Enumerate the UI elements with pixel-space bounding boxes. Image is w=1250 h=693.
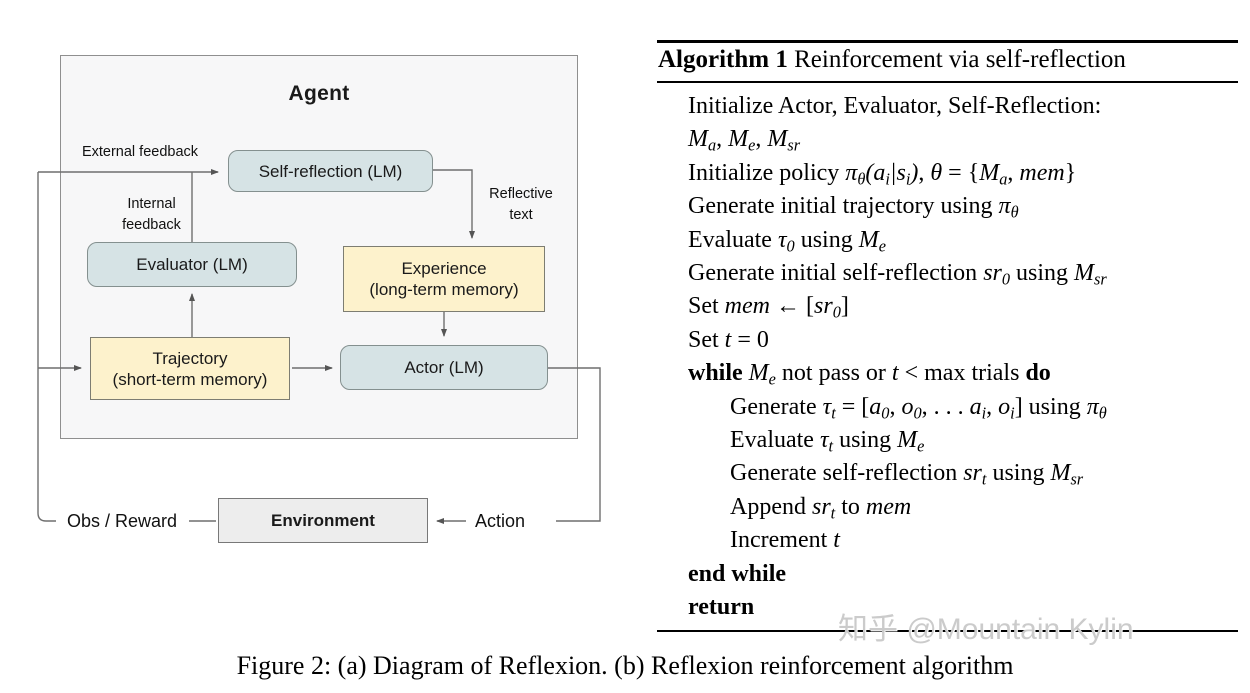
trajectory-label-line2: (short-term memory): [112, 369, 268, 389]
reflective-text-line1: Reflective: [489, 186, 553, 202]
trajectory-label-line1: Trajectory: [152, 348, 228, 368]
obs-reward-label: Obs / Reward: [66, 511, 178, 531]
algorithm-line: Generate τt = [a0, o0, . . . ai, oi] usi…: [730, 393, 1107, 423]
algorithm-line: Ma, Me, Msr: [688, 126, 801, 155]
algorithm-line: Evaluate τt using Me: [730, 427, 925, 456]
algorithm-line: Initialize Actor, Evaluator, Self-Reflec…: [688, 93, 1102, 119]
environment-label: Environment: [271, 511, 375, 530]
reflective-text-label: Reflective text: [481, 184, 561, 226]
external-feedback-label: External feedback: [81, 144, 199, 160]
internal-feedback-label: Internal feedback: [109, 194, 194, 236]
algorithm-header-rule: [657, 81, 1238, 83]
internal-feedback-line2: feedback: [122, 217, 181, 233]
algorithm-line: Set t = 0: [688, 326, 769, 353]
algorithm-line: Generate self-reflection srt using Msr: [730, 460, 1084, 490]
algorithm-lines: Initialize Actor, Evaluator, Self-Reflec…: [657, 90, 1238, 625]
algorithm-line: end while: [688, 560, 787, 587]
algorithm-bottom-rule: [657, 630, 1238, 632]
agent-title: Agent: [288, 82, 350, 105]
reflective-text-line2: text: [509, 207, 533, 223]
self-reflection-box: Self-reflection (LM): [228, 150, 433, 192]
algorithm-line: while Me not pass or t < max trials do: [688, 360, 1051, 389]
diagram-arrows: [37, 169, 601, 524]
algorithm-line: Increment t: [730, 527, 840, 554]
figure-caption: Figure 2: (a) Diagram of Reflexion. (b) …: [236, 651, 1014, 680]
experience-box: Experience (long-term memory): [343, 246, 545, 312]
algorithm-line: Initialize policy πθ(ai|si), θ = {Ma, me…: [688, 159, 1077, 189]
line-feedback-loop-left: [37, 172, 56, 522]
algorithm-line: Append srt to mem: [730, 493, 912, 523]
algorithm-line: Set mem ← [sr0]: [688, 293, 849, 322]
watermark: 知乎 @Mountain Kylin: [838, 613, 1134, 646]
actor-label: Actor (LM): [404, 358, 484, 377]
actor-box: Actor (LM): [340, 345, 548, 390]
line-actor-to-action: [548, 367, 601, 522]
algorithm-line: Evaluate τ0 using Me: [688, 226, 886, 256]
algorithm-line: Generate initial self-reflection sr0 usi…: [688, 260, 1107, 289]
experience-label-line1: Experience: [401, 259, 487, 278]
evaluator-box: Evaluator (LM): [87, 242, 297, 287]
arrow-selfreflection-to-experience: [433, 169, 475, 239]
algorithm-top-rule: [657, 40, 1238, 43]
environment-box: Environment: [218, 498, 428, 543]
reflexion-diagram: Agent Self-reflection (LM) Evaluator (LM…: [0, 0, 648, 610]
algorithm-line: return: [688, 594, 755, 621]
trajectory-box: Trajectory (short-term memory): [90, 337, 290, 400]
evaluator-label: Evaluator (LM): [136, 255, 248, 274]
algorithm-line: Generate initial trajectory using πθ: [688, 193, 1019, 222]
self-reflection-label: Self-reflection (LM): [258, 161, 403, 181]
algorithm-header: Algorithm 1 Reinforcement via self-refle…: [658, 46, 1126, 73]
experience-label-line2: (long-term memory): [369, 280, 519, 299]
action-label: Action: [474, 511, 526, 531]
internal-feedback-line1: Internal: [127, 196, 176, 212]
